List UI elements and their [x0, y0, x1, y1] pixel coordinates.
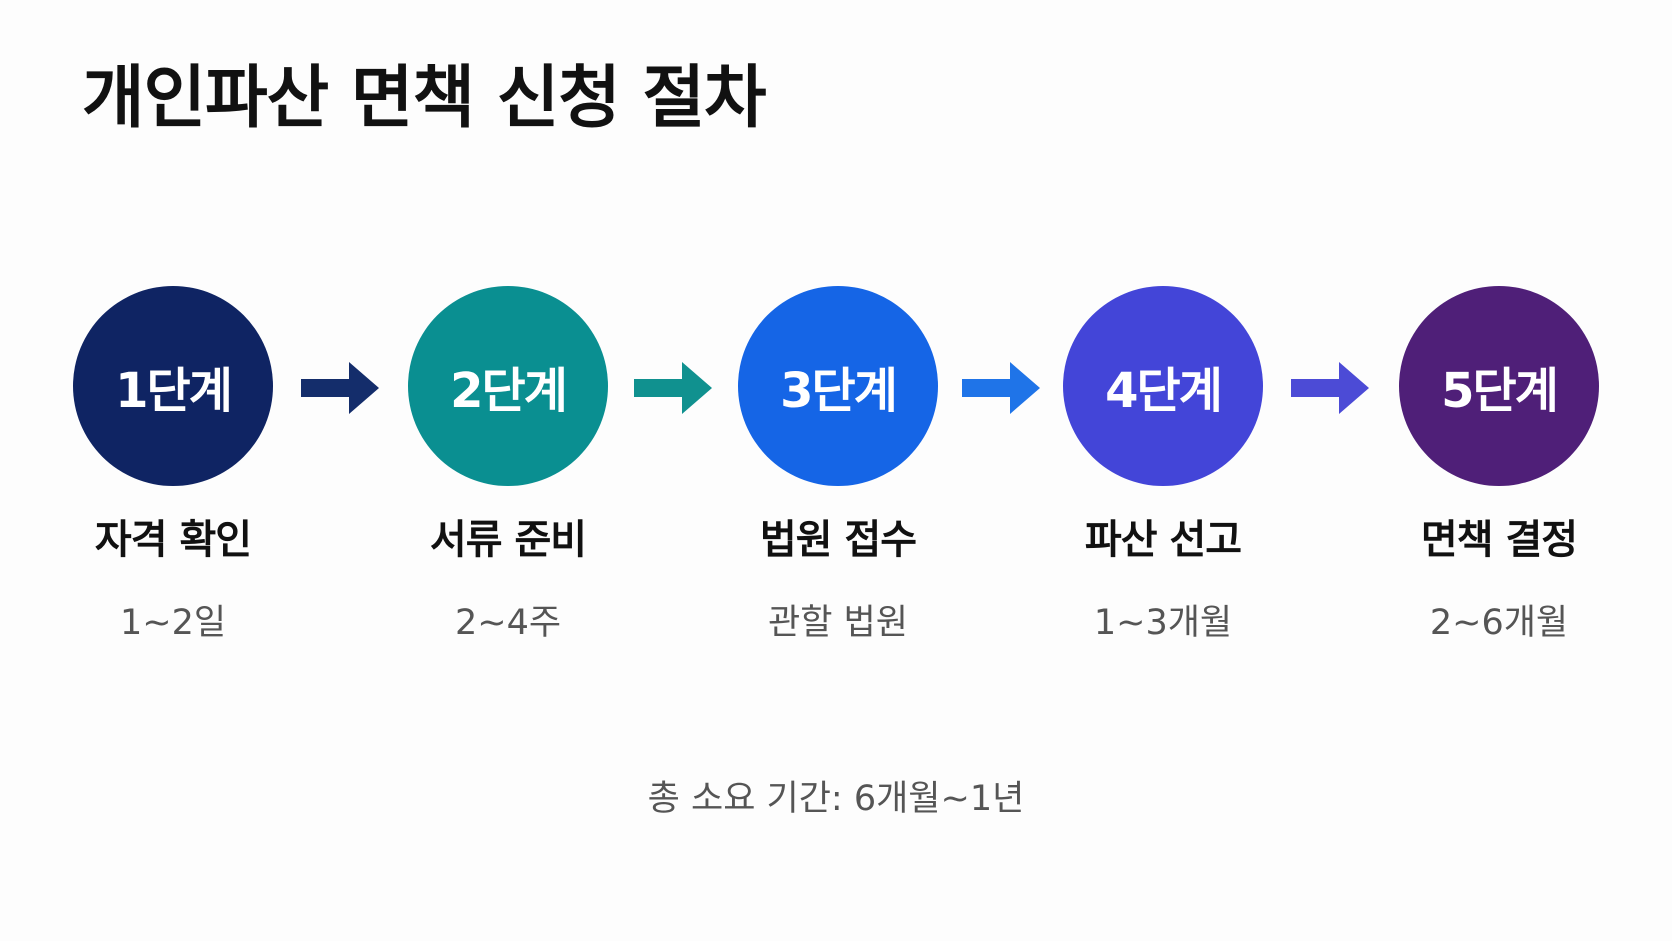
- step-2-duration: 2~4주: [454, 603, 562, 643]
- arrow-3-shape: [962, 362, 1040, 414]
- arrow-1-shape: [301, 362, 379, 414]
- step-1-name: 자격 확인: [94, 517, 252, 563]
- right-arrow-icon: [634, 362, 712, 414]
- step-2-label: 2단계: [450, 363, 568, 419]
- right-arrow-icon: [301, 362, 379, 414]
- step-4-label: 4단계: [1105, 363, 1223, 419]
- step-1: 1단계 자격 확인 1~2일: [23, 286, 323, 644]
- step-2-name: 서류 준비: [429, 517, 587, 563]
- step-5-label: 5단계: [1441, 363, 1559, 419]
- right-arrow-icon: [962, 362, 1040, 414]
- step-5-duration: 2~6개월: [1429, 603, 1569, 643]
- step-3-duration: 관할 법원: [768, 603, 908, 643]
- step-1-label: 1단계: [115, 363, 233, 419]
- step-1-circle: 1단계: [73, 286, 273, 486]
- step-3-name: 법원 접수: [759, 517, 917, 563]
- step-4-circle: 4단계: [1063, 286, 1263, 486]
- step-5-name: 면책 결정: [1420, 517, 1578, 563]
- step-4-duration: 1~3개월: [1093, 603, 1233, 643]
- right-arrow-icon: [1291, 362, 1369, 414]
- step-3-circle: 3단계: [738, 286, 938, 486]
- step-4: 4단계 파산 선고 1~3개월: [1013, 286, 1313, 644]
- step-3-label: 3단계: [780, 363, 898, 419]
- arrow-2-shape: [634, 362, 712, 414]
- step-5: 5단계 면책 결정 2~6개월: [1349, 286, 1649, 644]
- step-1-duration: 1~2일: [119, 603, 227, 643]
- step-2: 2단계 서류 준비 2~4주: [358, 286, 658, 644]
- arrow-4-shape: [1291, 362, 1369, 414]
- step-5-circle: 5단계: [1399, 286, 1599, 486]
- page-title: 개인파산 면책 신청 절차: [82, 59, 767, 138]
- total-duration-note: 총 소요 기간: 6개월~1년: [647, 779, 1025, 819]
- step-4-name: 파산 선고: [1084, 517, 1242, 563]
- step-2-circle: 2단계: [408, 286, 608, 486]
- step-3: 3단계 법원 접수 관할 법원: [688, 286, 988, 644]
